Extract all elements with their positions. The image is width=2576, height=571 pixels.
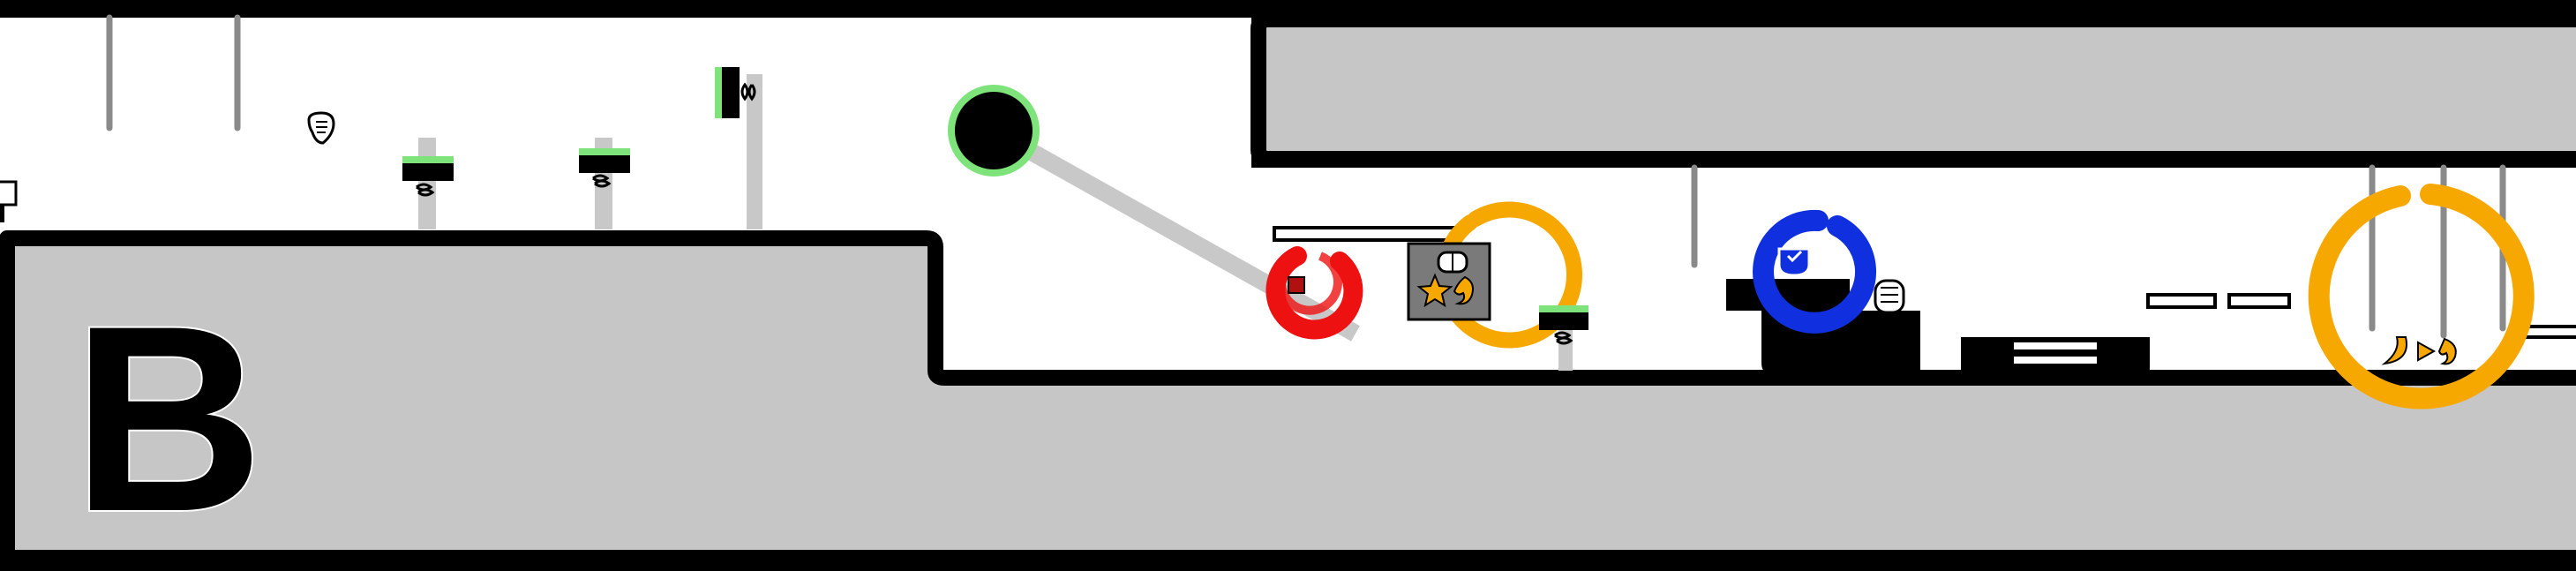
- star-pair-icon: [1416, 273, 1474, 308]
- spring-pad[interactable]: [402, 138, 454, 229]
- thin-platform[interactable]: [1273, 226, 1461, 242]
- goal-ring[interactable]: [2308, 184, 2535, 409]
- edge-sign-post: [0, 205, 4, 222]
- air-region: [0, 18, 2576, 371]
- red-ring[interactable]: [1265, 246, 1363, 340]
- thin-platform[interactable]: [2227, 293, 2291, 309]
- edge-sign: [0, 180, 18, 207]
- thin-platform[interactable]: [2146, 293, 2217, 309]
- wall-spring[interactable]: [715, 67, 762, 229]
- thin-platform[interactable]: [2520, 325, 2576, 339]
- spring-pad[interactable]: [579, 138, 630, 229]
- blue-ring[interactable]: [1753, 209, 1877, 334]
- ground-block: [0, 230, 2576, 566]
- round-token-icon[interactable]: [307, 111, 335, 145]
- level-label: B: [72, 270, 264, 567]
- barrel-capsule-icon: [1437, 251, 1468, 274]
- pendulum-arm: [989, 123, 1360, 342]
- blue-ghost-icon: [1777, 247, 1811, 277]
- gate-platform[interactable]: [1961, 337, 2150, 371]
- moon-arrow-flame-icon: [2381, 336, 2457, 365]
- ceiling-block: [1250, 11, 2576, 167]
- spring-pad[interactable]: [1539, 305, 1588, 371]
- pendulum-ball[interactable]: [948, 85, 1040, 177]
- barrel-pickup[interactable]: [1874, 279, 1905, 314]
